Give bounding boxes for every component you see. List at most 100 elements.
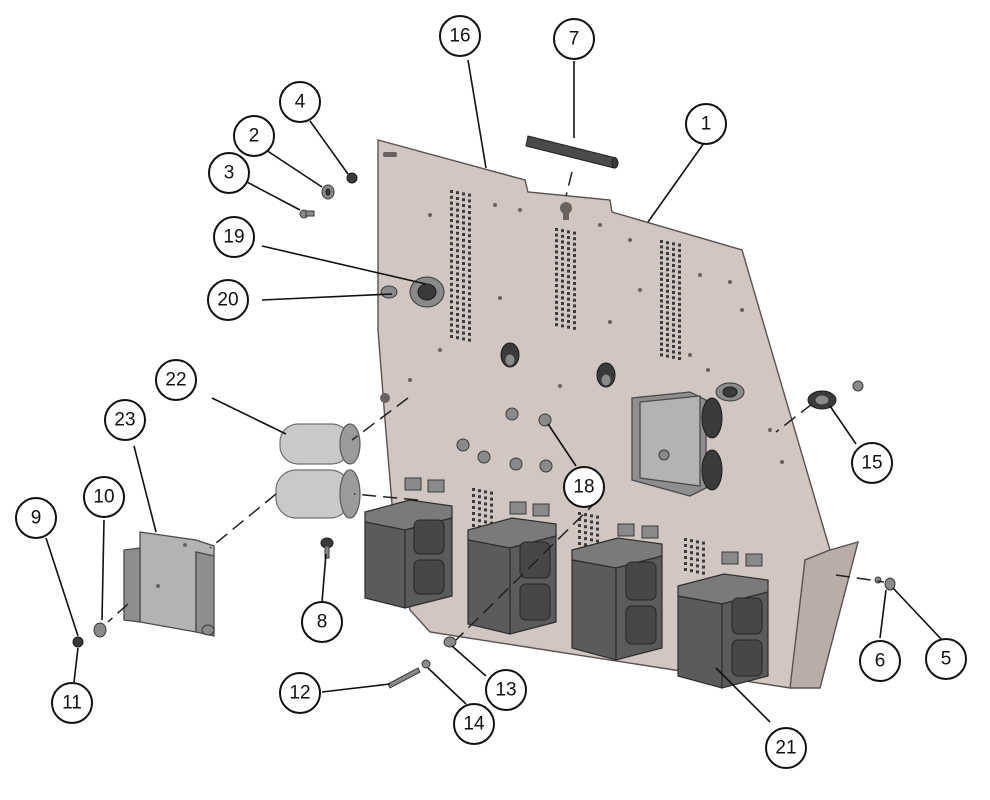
vent-hole (666, 295, 669, 299)
vent-hole (573, 321, 576, 325)
vent-hole (484, 502, 487, 506)
vent-hole (450, 190, 453, 193)
svg-text:20: 20 (217, 290, 238, 311)
vent-hole (462, 296, 465, 300)
vent-hole (456, 191, 459, 195)
vent-hole (678, 351, 681, 355)
vent-hole (684, 562, 687, 565)
vent-hole (490, 509, 493, 513)
vent-hole (567, 303, 570, 307)
vent-hole (672, 264, 675, 267)
vent-hole (490, 491, 493, 495)
vent-hole (666, 257, 669, 261)
vent-hole (672, 274, 675, 278)
relay-bracket (631, 391, 723, 497)
vent-hole (456, 214, 459, 218)
svg-text:13: 13 (495, 680, 516, 701)
rod (525, 135, 619, 169)
vent-hole (678, 259, 681, 263)
vent-hole (672, 345, 675, 348)
svg-text:10: 10 (93, 487, 114, 508)
vent-hole (684, 538, 687, 541)
vent-hole (573, 231, 576, 235)
vent-hole (584, 531, 587, 535)
vent-hole (462, 238, 465, 242)
vent-hole (561, 285, 564, 289)
vent-hole (456, 243, 459, 247)
callout-15: 15 (851, 442, 893, 484)
fuse-holder (380, 276, 445, 308)
vent-hole (456, 336, 459, 340)
vent-hole (567, 236, 570, 239)
vent-hole (462, 314, 465, 318)
vent-hole (660, 288, 663, 292)
vent-hole (450, 236, 453, 240)
callout-13: 13 (485, 669, 527, 711)
vent-hole (462, 320, 465, 323)
cable-clamp-left (500, 342, 520, 368)
vent-hole (462, 192, 465, 196)
callout-16: 16 (439, 15, 481, 57)
vent-hole (462, 331, 465, 335)
transformer-3 (571, 523, 663, 661)
vent-hole (678, 276, 681, 279)
vent-hole (584, 519, 587, 523)
vent-hole (702, 553, 705, 557)
vent-hole (456, 318, 459, 322)
vent-hole (666, 262, 669, 266)
callout-22: 22 (155, 359, 197, 401)
vent-hole (590, 538, 593, 542)
vent-hole (462, 250, 465, 254)
vent-hole (555, 272, 558, 276)
vent-hole (478, 507, 481, 511)
vent-hole (561, 268, 564, 272)
vent-hole (584, 513, 587, 517)
vent-hole (678, 357, 681, 360)
vent-hole (672, 307, 675, 311)
vent-hole (567, 297, 570, 301)
vent-hole (561, 324, 564, 328)
vent-hole (450, 230, 453, 234)
vent-hole (456, 231, 459, 235)
vent-hole (462, 244, 465, 248)
vent-hole (666, 322, 669, 326)
vent-hole (468, 257, 471, 261)
vent-hole (456, 295, 459, 299)
vent-hole (561, 229, 564, 233)
vent-hole (450, 265, 453, 269)
vent-hole (555, 306, 558, 310)
vent-hole (573, 248, 576, 252)
vent-hole (555, 261, 558, 265)
vent-hole (472, 512, 475, 515)
vent-hole (690, 563, 693, 567)
vent-hole (672, 334, 675, 338)
vent-hole (450, 195, 453, 199)
vent-hole (678, 303, 681, 306)
vent-hole (567, 286, 570, 290)
vent-hole (450, 253, 453, 257)
vent-hole (472, 524, 475, 527)
vent-hole (590, 520, 593, 524)
vent-hole (573, 242, 576, 246)
vent-hole (573, 298, 576, 302)
svg-text:22: 22 (165, 370, 186, 391)
vent-hole (456, 324, 459, 328)
vent-hole (555, 284, 558, 287)
vent-hole (468, 205, 471, 209)
vent-hole (561, 274, 564, 277)
vent-pattern-lower-3 (684, 538, 705, 575)
vent-hole (468, 245, 471, 249)
vent-hole (468, 280, 471, 284)
vent-hole (596, 533, 599, 537)
vent-hole (573, 265, 576, 269)
vent-hole (660, 245, 663, 249)
vent-hole (561, 240, 564, 244)
callout-1: 1 (685, 103, 727, 145)
vent-hole (468, 274, 471, 278)
vent-hole (678, 265, 681, 269)
vent-hole (672, 242, 675, 246)
vent-hole (462, 325, 465, 329)
vent-hole (468, 193, 471, 197)
vent-hole (450, 271, 453, 275)
